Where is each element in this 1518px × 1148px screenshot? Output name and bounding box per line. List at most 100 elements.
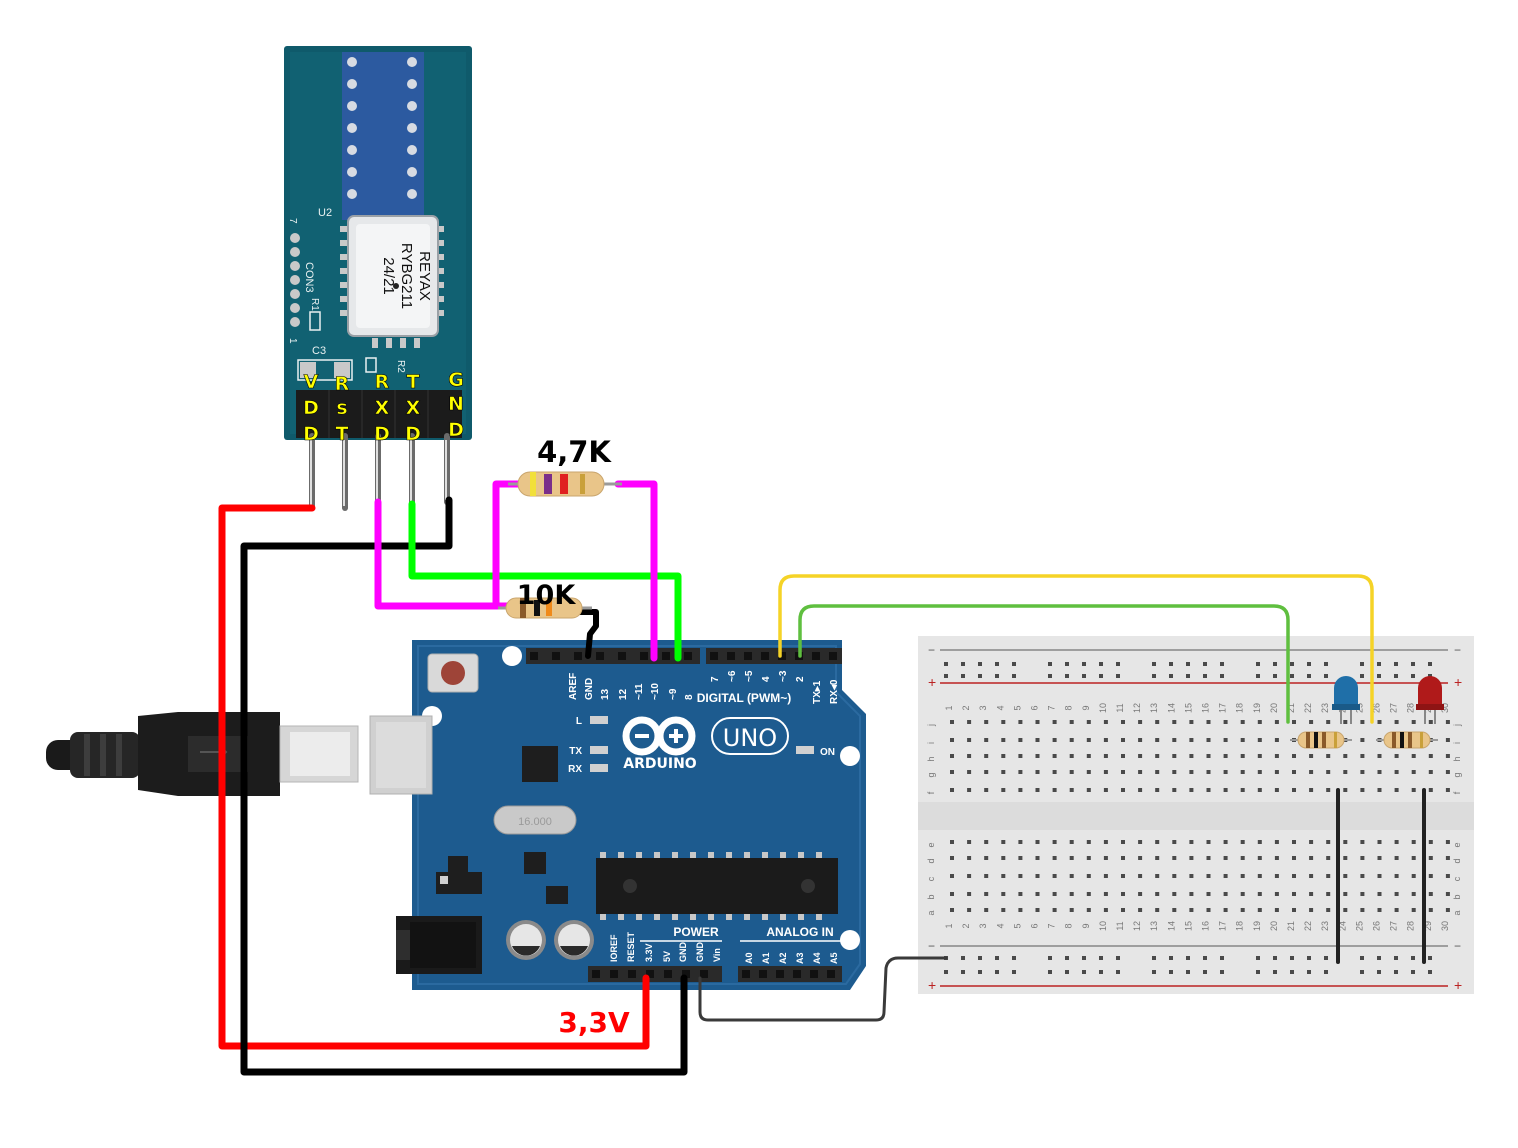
breadboard-hole [950,770,954,774]
breadboard-hole [1035,874,1040,878]
breadboard-hole [1324,956,1328,960]
pin-label-tx1: TX▸1 [812,680,823,704]
breadboard-hole [1206,738,1211,742]
breadboard-hole [1001,856,1006,860]
module-con3-holes [290,233,300,327]
breadboard-column-label: 9 [1081,923,1091,928]
reset-button[interactable] [427,653,479,693]
breadboard-column-label: 26 [1372,921,1382,931]
pin-label-4: 4 [761,676,772,682]
breadboard-hole [1309,754,1314,758]
breadboard-hole [1309,840,1314,844]
breadboard-hole [1086,770,1091,774]
breadboard-hole [1220,674,1224,678]
breadboard-hole [1445,738,1450,742]
breadboard-hole [1099,956,1103,960]
breadboard-hole [1169,970,1173,974]
pin-rst-letter-3: T [336,423,349,445]
pin-gnd-letter-3: D [448,419,464,441]
pin-txd-letter-1: T [407,371,420,393]
breadboard-hole [1001,770,1006,774]
pin-label-vin: Vin [712,948,722,962]
breadboard-column-label: 22 [1303,703,1313,713]
breadboard-hole [1082,674,1086,678]
breadboard-hole [1138,770,1143,774]
breadboard-hole [1155,720,1160,724]
breadboard-hole [1103,738,1108,742]
breadboard-column-label: 24 [1337,921,1347,931]
breadboard-hole [1048,674,1052,678]
breadboard-hole [1377,754,1382,758]
breadboard-hole [1256,970,1260,974]
breadboard-hole [1048,662,1052,666]
breadboard-hole [1012,956,1016,960]
breadboard-hole [1172,788,1177,792]
breadboard-hole [1326,788,1331,792]
breadboard-hole [1394,908,1399,912]
breadboard-hole [1428,720,1433,724]
breadboard-hole [1186,662,1190,666]
breadboard-hole [1273,662,1277,666]
board-leds: L TX RX ON [568,716,835,775]
arduino-brand: ARDUINO [623,756,697,772]
breadboard-hole [1411,892,1416,896]
breadboard-hole [1206,720,1211,724]
rail-minus-bottom-right: − [1454,939,1461,953]
breadboard-column-label: 8 [1064,705,1074,710]
breadboard-hole [1377,956,1381,960]
breadboard-hole [967,738,972,742]
breadboard-hole [1082,970,1086,974]
breadboard-column-label: 10 [1098,921,1108,931]
breadboard-hole [1394,720,1399,724]
breadboard-hole [1274,856,1279,860]
pin-label-3: ~3 [778,670,789,682]
breadboard-hole [978,674,982,678]
breadboard-hole [1360,720,1365,724]
breadboard-hole [1428,662,1432,666]
breadboard-hole [1052,892,1057,896]
breadboard-hole [1121,754,1125,758]
breadboard-hole [1203,956,1207,960]
led-label-l: L [576,716,582,727]
breadboard-column-label: 12 [1132,921,1142,931]
breadboard-hole [1377,908,1382,912]
breadboard-hole [1240,770,1245,774]
breadboard-hole [1121,840,1125,844]
breadboard-hole [1189,892,1194,896]
breadboard-hole [1152,956,1156,960]
breadboard-hole [1257,892,1262,896]
breadboard-hole [1326,908,1331,912]
breadboard-hole [967,856,972,860]
breadboard-hole [1223,892,1228,896]
breadboard-column-label: 18 [1235,703,1245,713]
breadboard-hole [1069,770,1074,774]
breadboard-hole [1206,788,1211,792]
breadboard-column-label: 6 [1030,923,1040,928]
dc-power-jack [396,916,482,974]
breadboard-hole [1360,674,1364,678]
breadboard-hole [1086,738,1091,742]
breadboard-column-label: 28 [1406,921,1416,931]
breadboard-hole [1155,788,1160,792]
breadboard-hole [1035,788,1040,792]
breadboard-hole [1189,720,1194,724]
breadboard-row-label: j [926,724,936,727]
breadboard-hole [1069,720,1074,724]
breadboard-hole [1206,874,1211,878]
breadboard-column-label: 4 [995,705,1005,710]
silk-one: 1 [287,338,298,344]
breadboard-hole [1189,874,1194,878]
breadboard-hole [1240,840,1245,844]
breadboard-hole [1169,674,1173,678]
breadboard-hole [1343,754,1348,758]
breadboard-hole [1343,874,1348,878]
breadboard-hole [1018,770,1023,774]
breadboard-hole [1086,720,1091,724]
breadboard-column-label: 19 [1252,703,1262,713]
breadboard-hole [1001,874,1006,878]
breadboard-hole [1069,892,1074,896]
breadboard-hole [1360,738,1365,742]
breadboard-hole [1186,970,1190,974]
usb-cable [46,712,359,796]
breadboard-hole [1206,856,1211,860]
